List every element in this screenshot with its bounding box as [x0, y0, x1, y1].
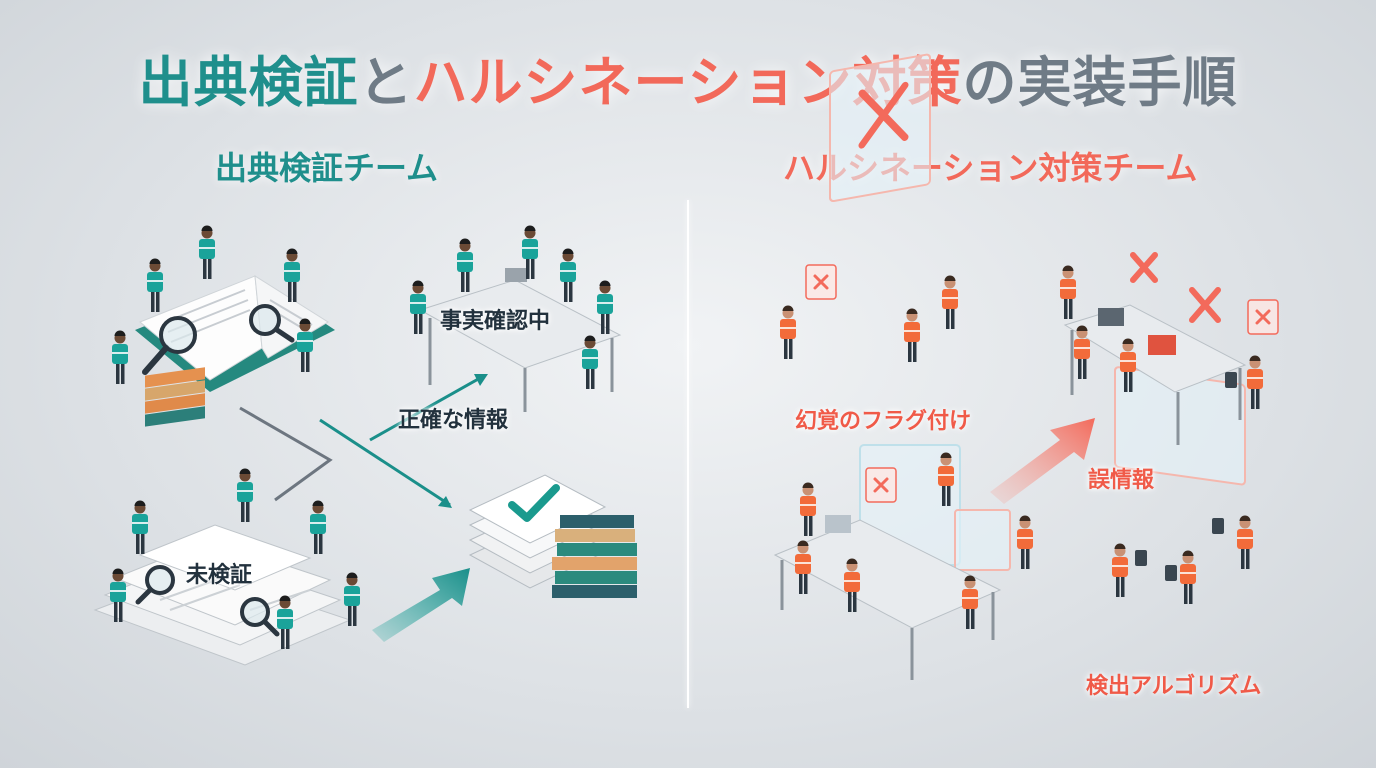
hologram-panel — [829, 53, 931, 203]
misinfo-arrow — [990, 418, 1095, 504]
accurate-flow-line — [319, 418, 451, 507]
tablet-device — [1212, 518, 1224, 534]
workbench-table — [773, 515, 1002, 680]
label-fact-check: 事実確認中 — [440, 309, 551, 334]
team-member — [457, 238, 473, 292]
open-book — [135, 275, 335, 392]
x-mark-icon — [1246, 298, 1280, 336]
team-member — [780, 305, 796, 359]
x-mark-icon — [864, 466, 898, 504]
team-member — [1247, 355, 1263, 409]
team-member — [1112, 543, 1128, 597]
to-factcheck-arrowhead — [474, 374, 488, 386]
tablet-device — [1165, 565, 1177, 581]
connector-line — [239, 406, 333, 502]
team-member — [112, 330, 128, 384]
book-stack-small — [145, 367, 205, 427]
magnifier-icon — [135, 565, 175, 605]
x-mark-icon — [804, 263, 838, 301]
label-detection-algorithm: 検出アルゴリズム — [1086, 674, 1262, 699]
title-part-and: と — [358, 51, 414, 114]
team-member — [904, 308, 920, 362]
magnifier-icon — [240, 597, 280, 637]
team-member — [237, 468, 253, 522]
label-misinformation: 誤情報 — [1088, 468, 1155, 493]
team-member — [1060, 265, 1076, 319]
team-member — [284, 248, 300, 302]
team-member — [132, 500, 148, 554]
team-member — [310, 500, 326, 554]
team-member — [147, 258, 163, 312]
team-member — [942, 275, 958, 329]
unverified-paper-pile — [93, 524, 352, 666]
progress-arrow — [372, 568, 470, 642]
label-hallucination-flagging: 幻覚のフラグ付け — [795, 409, 972, 434]
fact-check-table — [418, 268, 622, 412]
label-accurate-info: 正確な情報 — [398, 408, 509, 433]
magnifier-icon — [142, 316, 197, 375]
label-unverified: 未検証 — [186, 563, 253, 588]
center-divider — [687, 200, 689, 708]
to-factcheck-line — [369, 376, 481, 442]
team-member — [1237, 515, 1253, 569]
team-member — [199, 225, 215, 279]
hologram-panel — [1114, 252, 1246, 486]
title-part-source-verification: 出典検証 — [138, 51, 359, 114]
team-member — [1180, 550, 1196, 604]
accurate-flow-arrowhead — [438, 496, 452, 508]
analysis-table — [1063, 304, 1247, 445]
team-member — [344, 572, 360, 626]
magnifier-icon — [249, 304, 295, 343]
title-part-implementation: の実装手順 — [962, 51, 1238, 114]
tablet-device — [1135, 550, 1147, 566]
book-stack-large — [552, 515, 637, 598]
team-member — [800, 482, 816, 536]
left-team-heading: 出典検証チーム — [215, 149, 439, 187]
team-member — [410, 280, 426, 334]
team-member — [1017, 515, 1033, 569]
tablet-device — [1225, 372, 1237, 388]
team-member — [560, 248, 576, 302]
